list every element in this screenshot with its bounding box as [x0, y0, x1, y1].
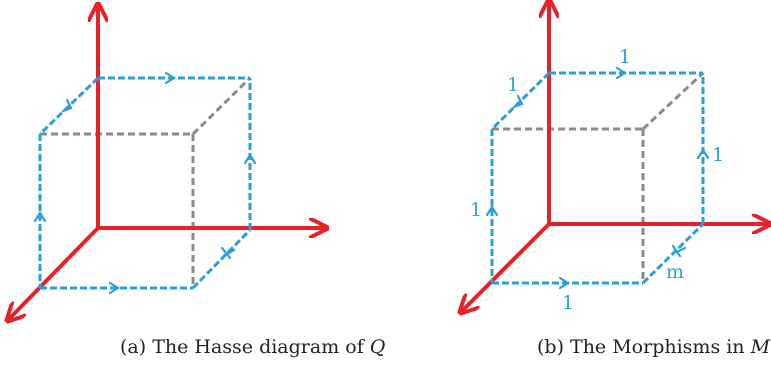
hasse-diagram-figure [0, 0, 385, 330]
arrowhead-right [696, 147, 710, 160]
edge-arrowheads [33, 71, 257, 295]
caption-b-prefix: (b) The Morphisms in [537, 336, 751, 358]
edge-labels: 1 1 1 1 1 m [470, 46, 724, 314]
edge-top-left-diagonal [490, 71, 551, 131]
arrowhead-right [243, 152, 257, 165]
caption-a-symbol: Q [369, 336, 386, 358]
coordinate-axes [10, 8, 323, 318]
arrowhead-diagonal-top [512, 94, 524, 109]
label-left-vertical: 1 [470, 199, 482, 221]
hidden-edges [492, 71, 705, 283]
panel-morphisms: 1 1 1 1 1 m (b) The Morphisms in M [385, 0, 771, 369]
label-bottom-right-diagonal: m [666, 261, 684, 283]
arrowhead-left [485, 204, 499, 217]
label-top-left-diagonal: 1 [507, 74, 519, 96]
arrowhead-diagonal-bottom [220, 246, 236, 260]
label-right-vertical: 1 [712, 144, 724, 166]
morphisms-figure: 1 1 1 1 1 m [385, 0, 771, 330]
arrowhead-diagonal-bottom [671, 244, 687, 258]
caption-a: (a) The Hasse diagram of Q [120, 336, 385, 358]
arrowhead-bottom [558, 276, 571, 290]
hidden-edge-diagonal [191, 76, 252, 136]
axis-diagonal [463, 222, 551, 310]
caption-a-prefix: (a) The Hasse diagram of [120, 336, 370, 358]
edge-bottom-right-diagonal [641, 222, 705, 285]
arrowhead-diagonal-top [61, 98, 73, 113]
caption-b-symbol: M [750, 336, 771, 358]
arrowhead-left [33, 210, 47, 223]
arrowhead-top [164, 71, 177, 85]
arrowhead-bottom [108, 281, 121, 295]
hidden-edges [40, 76, 252, 288]
coordinate-axes [463, 4, 766, 310]
axis-diagonal [10, 226, 100, 318]
arrowhead-top [615, 66, 628, 80]
hidden-edge-diagonal [641, 71, 705, 131]
label-top-back: 1 [619, 46, 631, 68]
edge-arrowheads [485, 66, 710, 290]
panel-hasse-diagram: (a) The Hasse diagram of Q [0, 0, 385, 369]
label-bottom-front: 1 [562, 292, 574, 314]
caption-b: (b) The Morphisms in M [537, 336, 770, 358]
edge-bottom-right-diagonal [191, 228, 252, 290]
